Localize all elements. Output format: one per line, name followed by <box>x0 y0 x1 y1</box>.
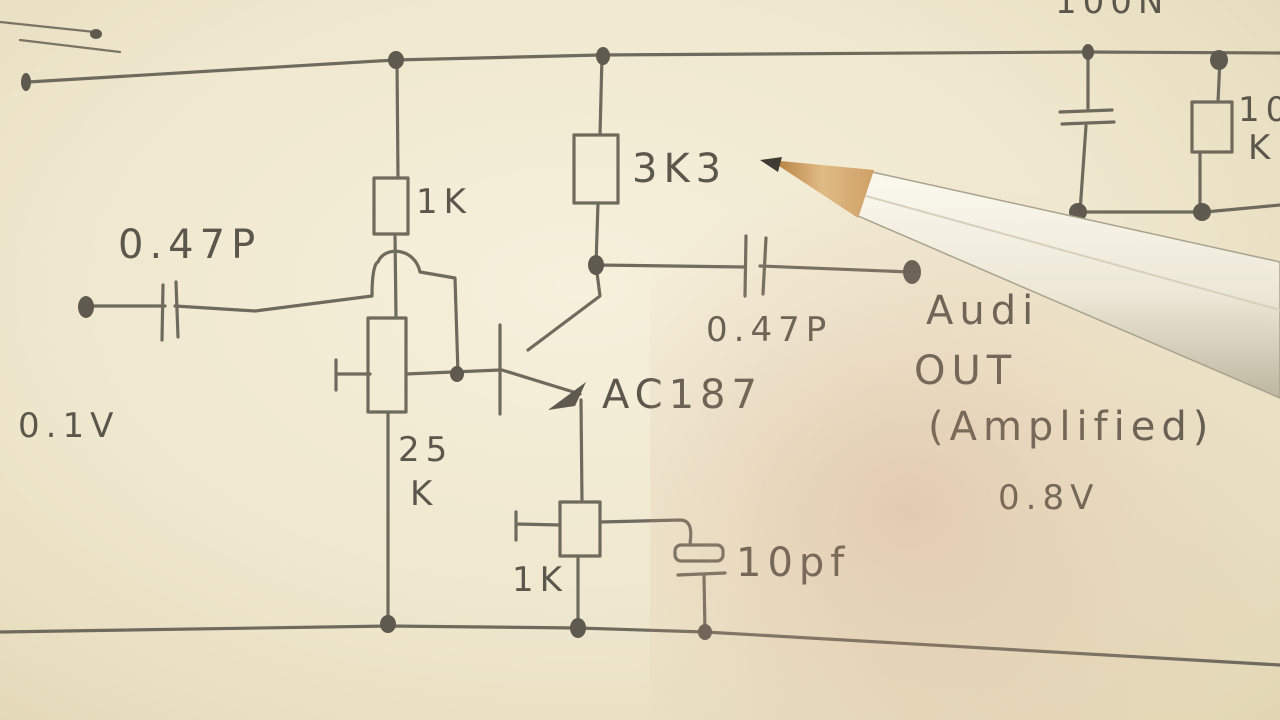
resistor-1k-top <box>372 176 410 236</box>
junction-dot <box>388 51 404 69</box>
right-cap-wire <box>1078 50 1280 214</box>
output-terminal <box>903 260 921 284</box>
resistor-3k3-label: 3K3 <box>632 146 728 192</box>
output-voltage-label: 0.8V <box>998 478 1100 518</box>
emitter-resistor-tap <box>514 510 562 542</box>
bias-wire-2 <box>393 232 398 320</box>
right-capacitor <box>1058 108 1116 126</box>
cap-10pf-wire <box>598 518 693 547</box>
junction-dot <box>90 29 102 39</box>
stray-line <box>0 20 122 54</box>
capacitor-10pf-bottom <box>676 571 727 634</box>
output-capacitor-label: 0.47P <box>706 310 833 350</box>
pot-wiper <box>334 358 372 392</box>
input-wire <box>83 249 460 376</box>
pot-value-label: 25 <box>398 430 454 470</box>
audio-label: Audi <box>926 288 1040 334</box>
junction-dot <box>450 366 464 382</box>
capacitor-10pf-label: 10pf <box>736 540 851 586</box>
resistor-100k <box>1190 100 1234 154</box>
resistor-100k-value-label: 100 <box>1238 90 1280 130</box>
cap-100n-label: 100N <box>1055 0 1170 22</box>
output-capacitor <box>743 234 768 298</box>
junction-dot <box>698 624 712 640</box>
junction-dot <box>21 73 31 91</box>
capacitor-10pf-top <box>673 543 725 563</box>
junction-dot <box>1210 50 1228 70</box>
junction-dot <box>380 615 396 633</box>
collector-wire <box>526 201 602 352</box>
output-wire <box>594 263 912 274</box>
input-capacitor <box>160 280 180 342</box>
resistor-100k-unit-label: K <box>1248 128 1277 168</box>
junction-dot <box>570 618 586 638</box>
junction-dot <box>588 255 604 275</box>
amplified-label: (Amplified) <box>928 404 1215 450</box>
input-terminal <box>78 296 94 318</box>
input-capacitor-label: 0.47P <box>118 222 262 268</box>
resistor-1k-bottom <box>558 500 602 558</box>
out-label: OUT <box>914 348 1018 394</box>
resistor-3k3 <box>572 133 620 205</box>
emitter-wire <box>579 398 584 504</box>
pencil-body <box>857 171 1280 399</box>
pot-unit-label: K <box>410 474 439 514</box>
resistor-1k-bottom-label: 1K <box>512 560 568 600</box>
pencil-lead <box>760 157 782 172</box>
pencil-facet <box>865 195 1280 311</box>
transistor-label: AC187 <box>602 372 763 418</box>
transistor-emitter <box>500 368 582 396</box>
bias-wire <box>395 58 400 180</box>
collector-supply-wire <box>598 54 604 137</box>
junction-dot <box>596 47 610 65</box>
input-voltage-label: 0.1V <box>18 406 120 446</box>
junction-dot <box>1193 203 1211 221</box>
junction-dot <box>1082 44 1094 60</box>
pencil-wood <box>770 160 874 218</box>
emitter-arrow <box>548 382 586 410</box>
resistor-1k-top-label: 1K <box>416 182 472 222</box>
